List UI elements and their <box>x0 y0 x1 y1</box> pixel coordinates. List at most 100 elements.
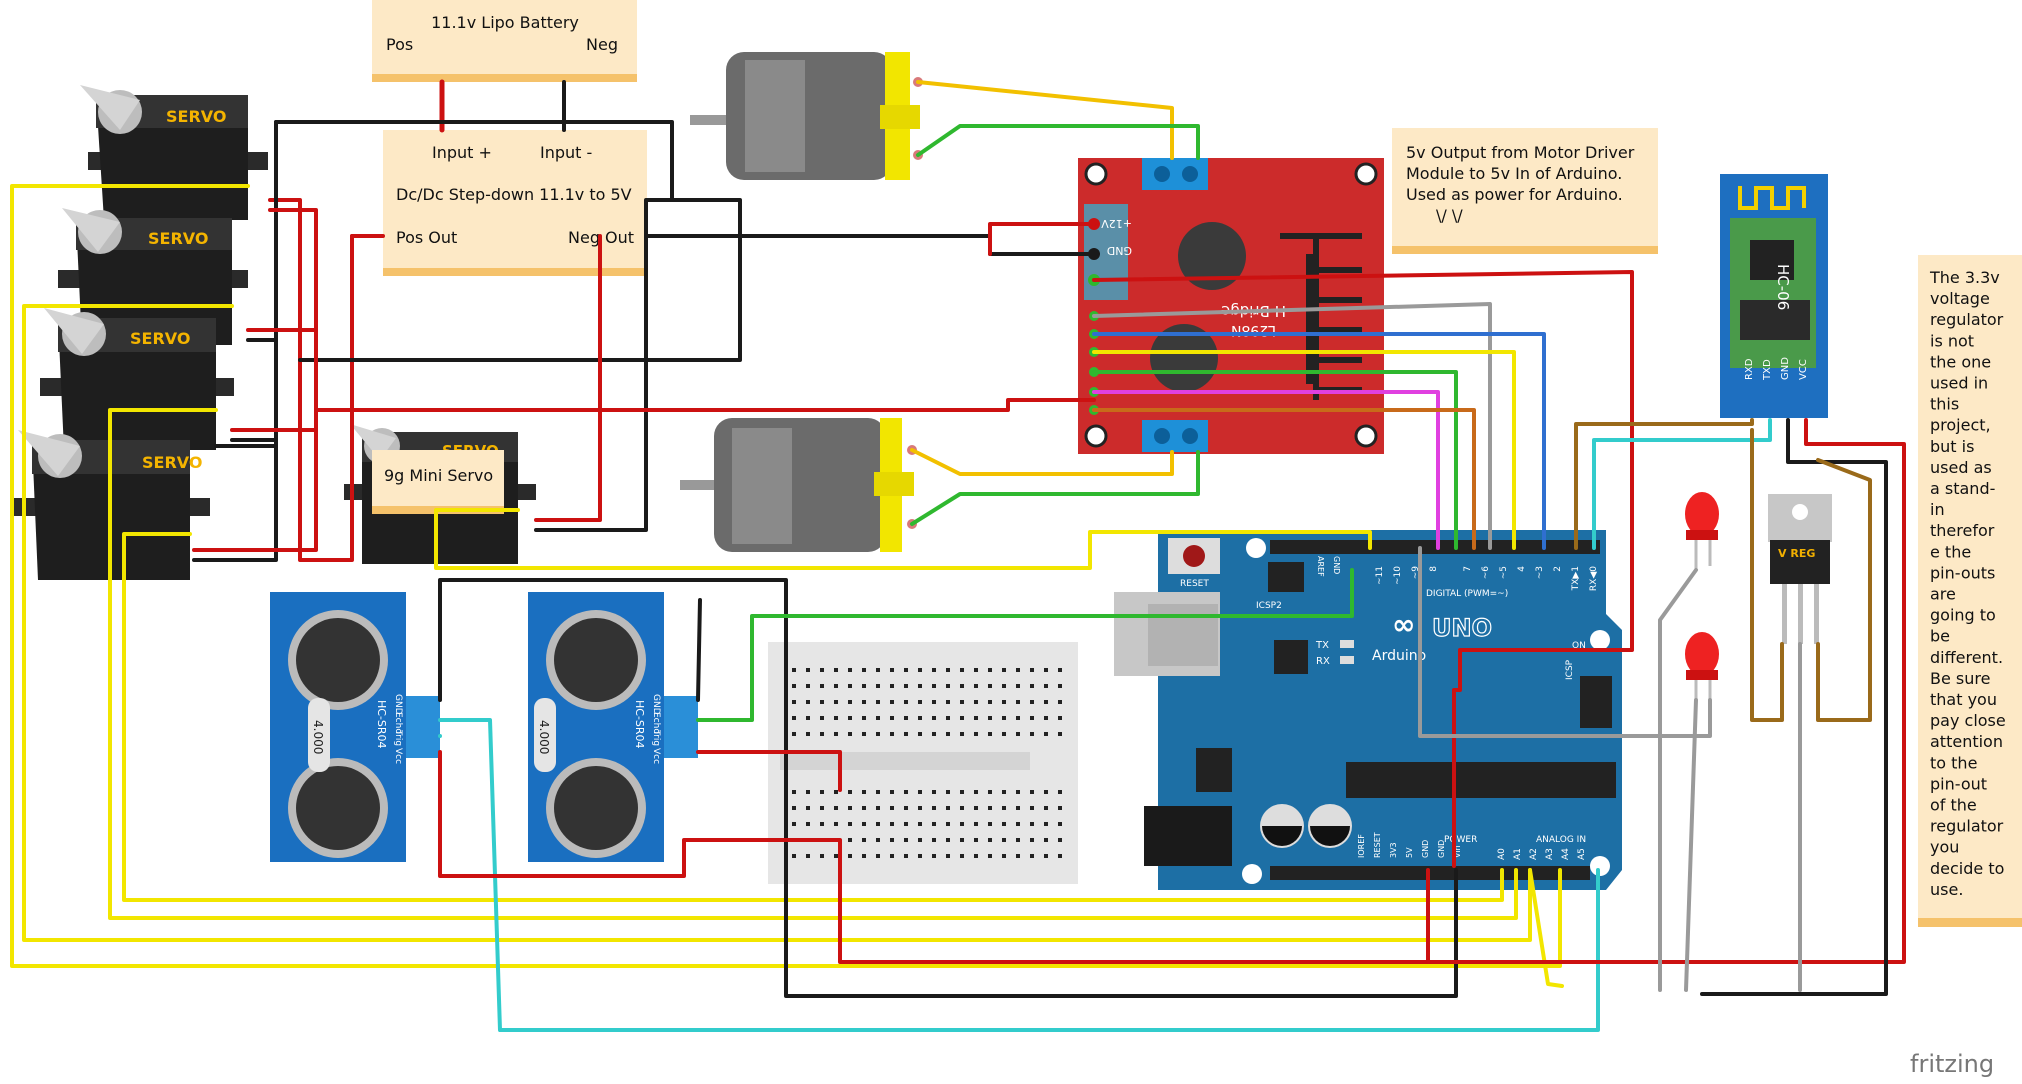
arduino-analog-pin: A2 <box>1529 848 1539 860</box>
breadboard-hole <box>974 684 978 688</box>
breadboard-hole <box>1016 716 1020 720</box>
ultrasonic-right-pin-trig: Trig <box>651 729 661 746</box>
breadboard-hole <box>932 822 936 826</box>
breadboard-hole <box>1044 854 1048 858</box>
wire-motor-bottom-a <box>910 448 1174 476</box>
hc06-pin-vcc: VCC <box>1798 359 1809 380</box>
hc06-pin-rxd: RXD <box>1744 358 1755 380</box>
breadboard-hole <box>862 668 866 672</box>
regulator-note-line: you <box>1930 838 1959 857</box>
ultrasonic-right-pin-vcc: Vcc <box>651 748 661 764</box>
wire-bt-rxd <box>1574 418 1754 550</box>
breadboard-hole <box>848 668 852 672</box>
breadboard-hole <box>1002 854 1006 858</box>
arduino-analog-label: ANALOG IN <box>1536 835 1586 845</box>
wire-mini-servo-ground <box>534 198 674 532</box>
breadboard-hole <box>806 668 810 672</box>
regulator-note-line: use. <box>1930 880 1963 899</box>
breadboard-hole <box>1016 790 1020 794</box>
breadboard-hole <box>974 700 978 704</box>
breadboard-hole <box>890 854 894 858</box>
breadboard-hole <box>1058 838 1062 842</box>
breadboard-hole <box>1030 790 1034 794</box>
wire-motor-top-b <box>916 124 1200 160</box>
breadboard-hole <box>1058 732 1062 736</box>
stepdown-input-pos: Input + <box>432 143 492 162</box>
wire-motor-top-a <box>916 80 1174 160</box>
breadboard-hole <box>806 806 810 810</box>
stepdown-title: Dc/Dc Step-down 11.1v to 5V <box>396 185 632 204</box>
breadboard-hole <box>960 684 964 688</box>
breadboard-hole <box>848 854 852 858</box>
breadboard-hole <box>848 806 852 810</box>
wire-hbridge-blue <box>1092 332 1546 550</box>
breadboard-hole <box>820 806 824 810</box>
breadboard-hole <box>960 732 964 736</box>
breadboard-hole <box>974 854 978 858</box>
breadboard-hole <box>1058 822 1062 826</box>
breadboard-hole <box>932 716 936 720</box>
breadboard-hole <box>918 822 922 826</box>
ultrasonic-left-pin-vcc: Vcc <box>393 748 403 764</box>
hc06-pin-txd: TXD <box>1762 359 1773 381</box>
arduino-digital-pin: ~3 <box>1535 566 1545 579</box>
breadboard-hole <box>1030 732 1034 736</box>
arduino-power-pin: 3V3 <box>1389 842 1398 858</box>
breadboard-hole <box>918 684 922 688</box>
breadboard-hole <box>946 822 950 826</box>
wires <box>10 79 1906 1032</box>
fritzing-watermark: fritzing <box>1910 1050 1994 1078</box>
breadboard-hole <box>862 716 866 720</box>
wire-bt-txd <box>1592 418 1772 550</box>
breadboard-hole <box>792 732 796 736</box>
regulator-note-line: e the <box>1930 542 1971 561</box>
wire-5v-arduino <box>1092 270 1634 868</box>
arduino-tx-label: TX <box>1315 640 1329 651</box>
breadboard-hole <box>918 716 922 720</box>
breadboard-hole <box>792 822 796 826</box>
breadboard-hole <box>932 806 936 810</box>
breadboard-hole <box>946 790 950 794</box>
breadboard <box>768 642 1078 884</box>
breadboard-hole <box>890 668 894 672</box>
breadboard-hole <box>918 700 922 704</box>
wire-hbridge-yellow <box>1092 350 1516 550</box>
arduino-digital-pin: TX▶1 <box>1571 566 1581 591</box>
breadboard-hole <box>820 684 824 688</box>
breadboard-hole <box>904 684 908 688</box>
arduino-analog-pin: A4 <box>1561 848 1571 860</box>
breadboard-hole <box>834 684 838 688</box>
arduino-gnd-label: GND <box>1332 556 1341 574</box>
breadboard-hole <box>792 806 796 810</box>
wire-bt-gnd <box>1700 418 1888 996</box>
regulator-note-line: is not <box>1930 331 1974 350</box>
regulator-note-line: therefor <box>1930 521 1995 540</box>
battery-neg-label: Neg <box>586 35 618 54</box>
hc06-module: HC-06 RXD TXD GND VCC <box>1720 174 1828 418</box>
regulator-note-line: pin-outs <box>1930 563 1995 582</box>
breadboard-hole <box>890 716 894 720</box>
servo-2: SERVO <box>58 208 248 345</box>
ultrasonic-right-model: HC-SR04 <box>633 700 646 749</box>
arduino-power-pin: 5V <box>1405 847 1414 858</box>
breadboard-hole <box>876 806 880 810</box>
arduino-aref-label: AREF <box>1316 556 1325 577</box>
breadboard-hole <box>1016 806 1020 810</box>
regulator-note-line: pay close <box>1930 711 2006 730</box>
breadboard-hole <box>960 716 964 720</box>
breadboard-hole <box>1058 854 1062 858</box>
breadboard-hole <box>1044 822 1048 826</box>
breadboard-hole <box>834 822 838 826</box>
breadboard-hole <box>974 732 978 736</box>
hc06-pin-gnd: GND <box>1780 357 1791 380</box>
breadboard-hole <box>988 790 992 794</box>
arduino-digital-pin: RX◀0 <box>1589 566 1599 591</box>
breadboard-hole <box>904 700 908 704</box>
breadboard-hole <box>974 790 978 794</box>
breadboard-hole <box>946 700 950 704</box>
breadboard-hole <box>834 806 838 810</box>
arduino-power-label: POWER <box>1444 835 1477 845</box>
ultrasonic-right-pin-echo: Echo <box>651 712 661 734</box>
breadboard-hole <box>932 684 936 688</box>
